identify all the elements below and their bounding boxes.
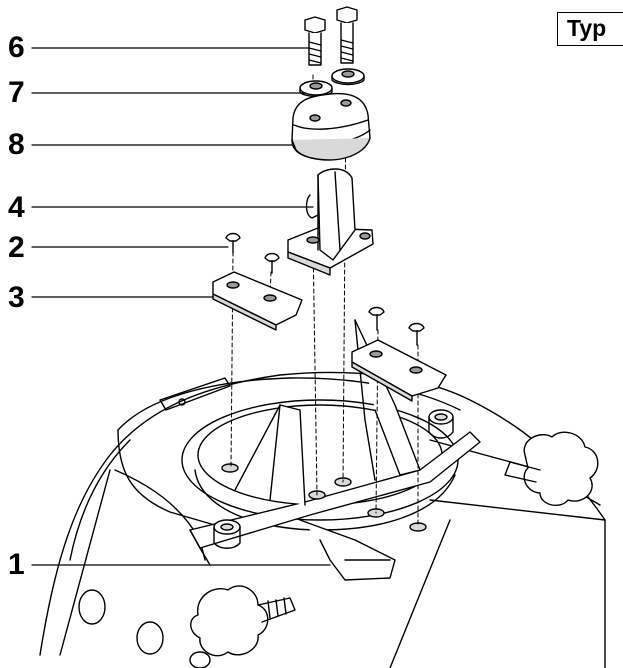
type-label-box: Typ: [557, 12, 623, 46]
vent-hole: [189, 651, 211, 668]
leader-lines: [31, 47, 331, 566]
part-3-plates: [212, 271, 447, 402]
turntable-ring: [181, 399, 459, 581]
vent-hole: [136, 621, 164, 655]
callout-8: 8: [8, 128, 25, 161]
callout-7: 7: [8, 76, 25, 109]
type-label: Typ: [567, 15, 607, 41]
part-2-screws: [225, 232, 425, 346]
base-bracket: [189, 319, 481, 566]
part-4-holder: [287, 168, 374, 276]
adjustment-knob: [190, 585, 296, 657]
callout-2: 2: [8, 231, 25, 264]
part-6-bolts: [304, 6, 358, 66]
callout-3: 3: [8, 281, 25, 314]
adjustment-knob: [504, 431, 599, 507]
vent-hole: [78, 589, 106, 625]
callout-1: 1: [8, 548, 25, 581]
part-7-washers: [299, 68, 365, 98]
callout-6: 6: [8, 31, 25, 64]
part-8-clamp-block: [291, 92, 371, 161]
callout-4: 4: [8, 191, 25, 224]
